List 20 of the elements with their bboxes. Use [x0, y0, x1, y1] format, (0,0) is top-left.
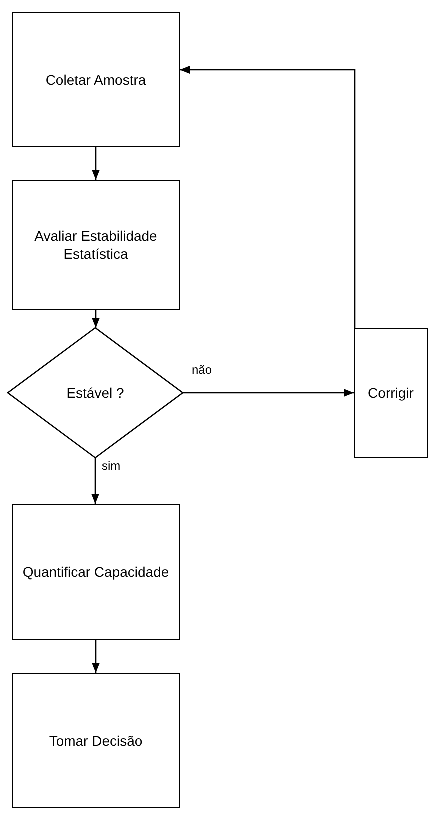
arrow	[92, 640, 100, 673]
process-box	[12, 504, 180, 640]
node-label: Coletar Amostra	[46, 70, 146, 88]
node-label: Tomar Decisão	[49, 732, 143, 750]
process-box	[12, 12, 180, 147]
node-label: Quantificar Capacidade	[22, 563, 170, 581]
arrow	[183, 389, 354, 397]
node-label: Estável ?	[66, 384, 124, 402]
edge-label: não	[192, 363, 212, 377]
arrow	[92, 310, 100, 328]
process-box	[354, 328, 428, 458]
arrow	[92, 147, 100, 180]
arrow	[92, 458, 100, 504]
edge-label: sim	[102, 459, 121, 473]
process-box	[12, 180, 180, 310]
node-label: Avaliar Estabilidade Estatística	[34, 227, 158, 263]
decision-diamond	[6, 327, 184, 459]
arrow	[180, 66, 356, 328]
node-label: Corrigir	[368, 384, 414, 402]
process-box	[12, 673, 180, 808]
